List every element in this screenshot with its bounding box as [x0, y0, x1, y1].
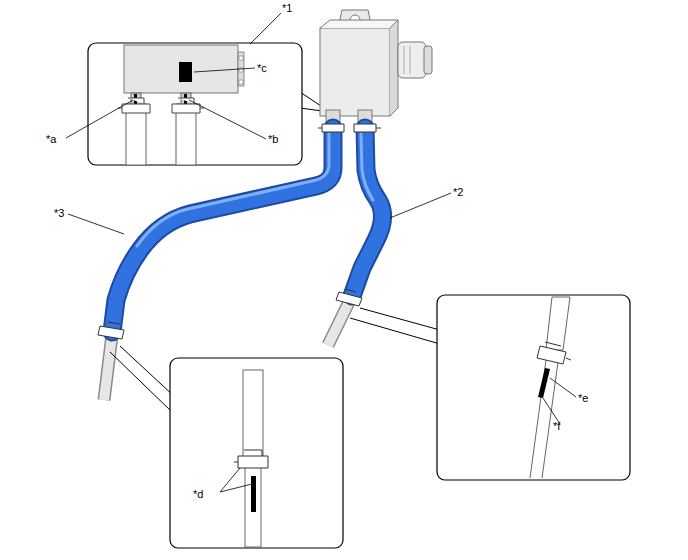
callout-label: *e [578, 392, 588, 404]
callout-label: *3 [54, 207, 64, 219]
callout-label: *1 [282, 2, 292, 14]
callout-label: *a [46, 133, 56, 145]
callout-label: *b [268, 133, 278, 145]
callout-label: *d [193, 488, 203, 500]
callout-label: *f [553, 420, 560, 432]
callout-label: *2 [453, 186, 463, 198]
callout-label: *c [257, 62, 267, 74]
